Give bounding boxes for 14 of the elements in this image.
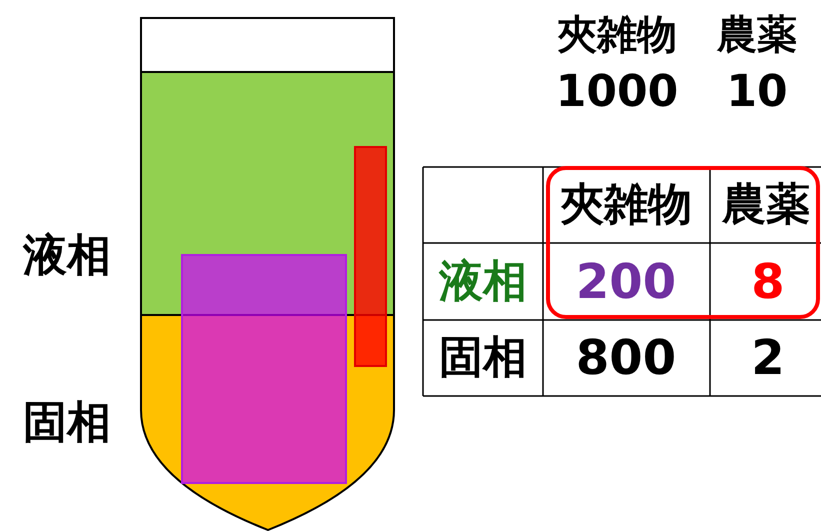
data-value: 800 — [576, 334, 676, 382]
column-label: 夾雑物 — [557, 15, 677, 55]
column-label: 農薬 — [717, 15, 797, 55]
phase-label: 固相 — [23, 401, 111, 445]
column-header: 農薬 — [722, 183, 810, 227]
data-value: 2 — [751, 334, 785, 382]
column-header: 夾雑物 — [560, 183, 692, 227]
row-header: 固相 — [439, 336, 527, 380]
value-label: 1000 — [556, 70, 678, 114]
row-header: 液相 — [439, 260, 527, 304]
data-value: 200 — [576, 258, 676, 306]
data-value: 8 — [751, 258, 785, 306]
phase-label: 液相 — [23, 234, 111, 278]
value-label: 10 — [726, 70, 788, 114]
